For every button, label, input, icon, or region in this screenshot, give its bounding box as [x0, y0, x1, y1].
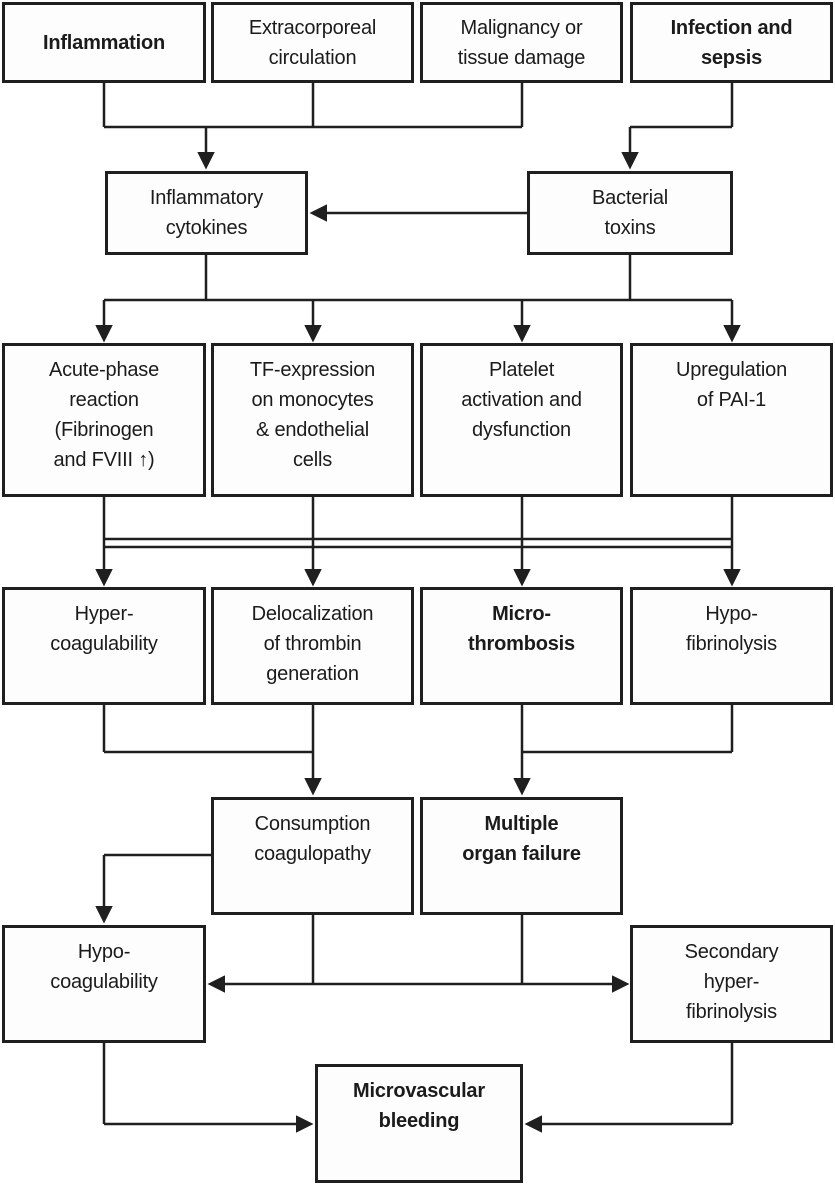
- edge-hypocoag-to-bleeding: [102, 1043, 310, 1124]
- node-upregulation-pai1: Upregulation of PAI-1: [630, 343, 833, 497]
- edge-rail-top-left: [102, 83, 524, 129]
- node-microthrombosis: Micro- thrombosis: [420, 587, 623, 705]
- node-multiple-organ-failure: Multiple organ failure: [420, 797, 623, 915]
- edge-rail-hypercoag-join: [102, 705, 313, 754]
- edge-rail-hypofibrin-join: [522, 705, 734, 754]
- node-consumption-coagulopathy: Consumption coagulopathy: [211, 797, 414, 915]
- node-hypercoagulability: Hyper- coagulability: [2, 587, 206, 705]
- node-inflammation: Inflammation: [2, 2, 206, 83]
- node-extracorporeal-circulation: Extracorporeal circulation: [211, 2, 414, 83]
- edge-secondary-to-bleeding: [528, 1043, 734, 1124]
- node-platelet-activation: Platelet activation and dysfunction: [420, 343, 623, 497]
- edge-rail-row2-row3: [104, 255, 732, 302]
- node-inflammatory-cytokines: Inflammatory cytokines: [105, 171, 308, 255]
- node-secondary-hyperfibrinolysis: Secondary hyper- fibrinolysis: [630, 925, 833, 1043]
- node-delocalization-thrombin: Delocalization of thrombin generation: [211, 587, 414, 705]
- node-malignancy-tissue-damage: Malignancy or tissue damage: [420, 2, 623, 83]
- node-tf-expression: TF-expression on monocytes & endothelial…: [211, 343, 414, 497]
- node-bacterial-toxins: Bacterial toxins: [527, 171, 733, 255]
- edge-rail-top-right: [630, 83, 734, 129]
- node-acute-phase-reaction: Acute-phase reaction (Fibrinogen and FVI…: [2, 343, 206, 497]
- node-microvascular-bleeding: Microvascular bleeding: [315, 1064, 523, 1183]
- node-hypofibrinolysis: Hypo- fibrinolysis: [630, 587, 833, 705]
- node-infection-and-sepsis: Infection and sepsis: [630, 2, 833, 83]
- node-hypocoagulability: Hypo- coagulability: [2, 925, 206, 1043]
